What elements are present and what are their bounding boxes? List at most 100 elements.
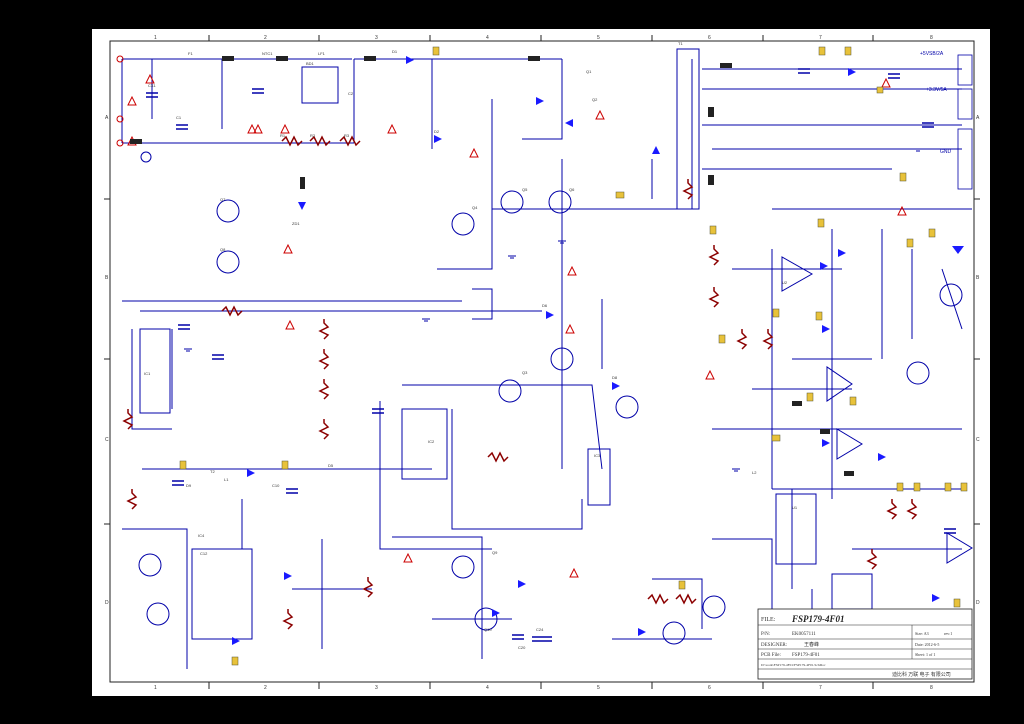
component-ref: U2 [782,280,788,285]
component-ref: C10 [272,483,280,488]
component-ref: NTC1 [262,51,273,56]
transistor-symbols [138,190,963,645]
component-ref: L1 [224,477,229,482]
component-ref: D5 [328,463,334,468]
component-ref: Q8 [220,247,226,252]
primary-wiring [121,58,712,669]
component-ref: CX1 [148,83,157,88]
title-block: FILE: FSP179-4F01 P/N: EK0057111 DESIGNE… [757,608,973,680]
title-company: 迪比科 万联 电子 有限公司 [892,671,951,678]
zone-column-marker: 3 [375,685,378,691]
component-ref: D8 [612,375,618,380]
input-terminals [116,55,124,147]
title-rev: rev:1 [944,631,952,636]
title-pcbfile: FSP179-4F01 [792,653,820,658]
zone-column-marker: 6 [708,685,711,691]
component-ref: T1 [678,41,683,46]
zone-row-marker: A [976,115,980,121]
zone-column-marker: 5 [597,685,600,691]
zone-column-marker: 1 [154,685,157,691]
earth-ground-icon [140,151,152,163]
title-size: Size: A3 [915,631,929,636]
title-designer-label: DESIGNER: [761,643,787,648]
component-ref: T2 [210,469,215,474]
zone-row-marker: D [105,600,109,606]
component-ref: Q2 [592,97,598,102]
component-ref: Q6 [569,187,575,192]
component-ref: Q7 [220,197,226,202]
zone-column-marker: 5 [597,35,600,41]
title-path: D:\work\FSP179-4F01\FSP179-4F01.SchDoc [761,663,826,667]
component-ref: ZD1 [292,221,300,226]
component-ref: Q3 [522,370,528,375]
ferrite-blocks [130,56,854,476]
component-ref: Q9 [492,550,498,555]
title-model: FSP179-4F01 [791,614,845,624]
component-ref: C2 [348,91,354,96]
zone-ticks [104,35,980,689]
component-ref: C12 [200,551,208,556]
zone-column-marker: 6 [708,35,711,41]
component-ref: D2 [434,129,440,134]
output-label-gnd: GND [940,149,952,155]
component-ref: C1 [176,115,182,120]
drawing-frame [109,40,975,683]
title-pcbfile-label: PCB File: [761,653,781,658]
component-ref: C20 [518,645,526,650]
component-ref: Q5 [522,187,528,192]
output-label-3v3: +3.3V/5A [926,87,947,93]
component-ref: F1 [188,51,193,56]
component-ref: IC3 [594,453,601,458]
zone-column-marker: 8 [930,685,933,691]
safety-flags [127,73,907,578]
zone-row-marker: B [105,275,109,281]
schematic-drawing: 1 2 3 4 5 6 7 8 1 2 3 4 5 6 7 8 A B C D A B C D [104,35,980,691]
title-designer: 王春峰 [804,641,819,648]
zone-row-marker: A [105,115,109,121]
component-ref: IC4 [198,533,205,538]
component-ref: D1 [392,49,398,54]
component-ref: R2 [310,133,316,138]
component-ref: IC1 [144,371,151,376]
zone-column-marker: 2 [264,35,267,41]
test-points [179,46,968,666]
component-ref: IC2 [428,439,435,444]
zone-column-marker: 4 [486,685,489,691]
zone-row-marker: C [105,437,109,443]
component-ref: LF1 [318,51,326,56]
component-ref: U1 [792,505,798,510]
secondary-wiring [652,59,972,629]
title-sheet: Sheet: 1 of 1 [915,652,935,657]
output-connector [957,54,973,190]
zone-column-marker: 3 [375,35,378,41]
component-ref: Q1 [586,69,592,74]
resistor-marks [122,135,918,630]
title-date: Date: 2012-6-5 [915,642,939,647]
capacitor-marks [146,68,956,642]
component-ref: R3 [344,133,350,138]
zone-column-marker: 1 [154,35,157,41]
component-ref: C24 [536,627,544,632]
zone-column-marker: 7 [819,685,822,691]
zone-row-marker: D [976,600,980,606]
title-pn: EK0057111 [792,632,816,637]
component-ref: D9 [186,483,192,488]
component-ref: Q4 [472,205,478,210]
ic-outlines [139,48,973,640]
output-label-5vsb: +5VSB/2A [920,51,944,57]
schematic-sheet: 1 2 3 4 5 6 7 8 1 2 3 4 5 6 7 8 A B C D A B C D [92,29,990,696]
diode-symbols [232,56,964,645]
component-ref: BD1 [306,61,315,66]
zone-column-marker: 2 [264,685,267,691]
zone-column-marker: 7 [819,35,822,41]
zone-row-marker: C [976,437,980,443]
zone-column-marker: 4 [486,35,489,41]
component-ref: D6 [542,303,548,308]
title-model-label: FILE: [761,617,776,623]
zone-row-marker: B [976,275,980,281]
component-ref: R1 [280,133,286,138]
title-pn-label: P/N: [761,632,770,637]
zone-column-marker: 8 [930,35,933,41]
